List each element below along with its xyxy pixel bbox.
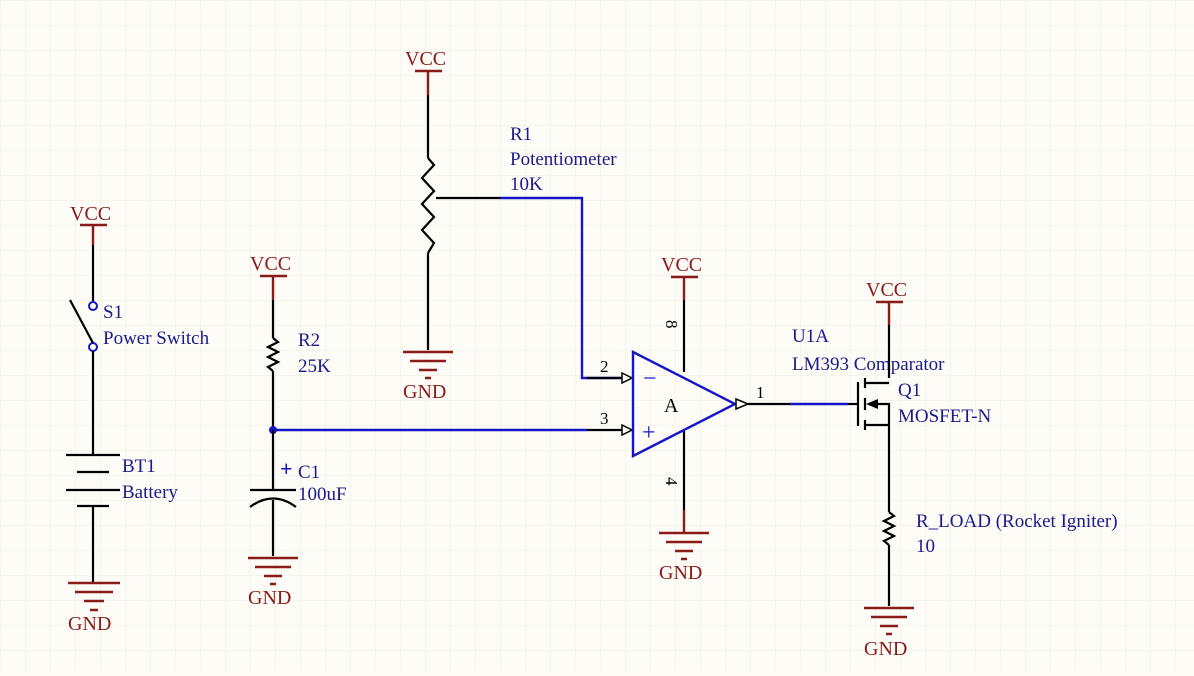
vcc-symbol-q1: VCC: [866, 279, 907, 325]
q1-ref: Q1: [898, 380, 921, 401]
r2-ref: R2: [298, 330, 320, 351]
u1a-value: LM393 Comparator: [792, 354, 945, 375]
vcc-label: VCC: [866, 279, 907, 301]
mosfet-q1: Q1 MOSFET-N: [848, 325, 992, 512]
gnd-label: GND: [864, 638, 907, 660]
q1-value: MOSFET-N: [898, 406, 992, 427]
bt1-value: Battery: [122, 482, 178, 503]
s1-ref: S1: [103, 302, 123, 323]
vcc-label: VCC: [70, 203, 111, 225]
r1-value: 10K: [510, 174, 543, 195]
switch-s1: S1 Power Switch: [69, 245, 210, 455]
gnd-symbol-r1: GND: [403, 350, 453, 403]
gnd-symbol-bt1: GND: [68, 581, 120, 635]
r2-value: 25K: [298, 356, 331, 377]
rload-ref: R_LOAD (Rocket Igniter): [916, 511, 1118, 532]
pin-number-1: 1: [756, 383, 765, 402]
pin-number-2: 2: [600, 357, 609, 376]
vcc-label: VCC: [661, 254, 702, 276]
pin-number-8: 8: [662, 320, 681, 329]
vcc-symbol-r1: VCC: [405, 48, 446, 95]
c1-value: 100uF: [298, 484, 347, 505]
s1-value: Power Switch: [103, 328, 210, 349]
vcc-label: VCC: [250, 253, 291, 275]
gnd-symbol-c1: GND: [248, 556, 298, 609]
resistor-rload: R_LOAD (Rocket Igniter) 10: [881, 511, 1118, 606]
vcc-symbol-r2: VCC: [250, 253, 291, 300]
inverting-input-sign: −: [643, 366, 657, 392]
pin-number-4: 4: [662, 477, 681, 486]
rload-value: 10: [916, 536, 935, 557]
comparator-u1a: − + A 2 3 1 8 4 U1A LM393 Comparator: [587, 300, 945, 510]
battery-bt1: BT1 Battery: [66, 453, 178, 583]
gnd-symbol-u1a: GND: [659, 510, 709, 584]
vcc-symbol-u1a: VCC: [661, 254, 702, 300]
r1-ref: R1: [510, 124, 532, 145]
c1-ref: C1: [298, 462, 320, 483]
vcc-symbol-s1: VCC: [70, 203, 111, 245]
vcc-label: VCC: [405, 48, 446, 70]
gnd-label: GND: [248, 587, 291, 609]
gnd-label: GND: [659, 562, 702, 584]
r1-type: Potentiometer: [510, 149, 617, 170]
gnd-label: GND: [403, 381, 446, 403]
unit-letter: A: [664, 395, 679, 417]
resistor-r2: R2 25K: [265, 300, 331, 430]
gnd-label: GND: [68, 613, 111, 635]
bt1-ref: BT1: [122, 456, 156, 477]
u1a-ref: U1A: [792, 326, 829, 347]
potentiometer-r1: R1 Potentiometer 10K: [420, 95, 622, 380]
gnd-symbol-rload: GND: [864, 606, 914, 660]
c1-polarity-mark: +: [280, 456, 293, 481]
pin-number-3: 3: [600, 409, 609, 428]
capacitor-c1: + C1 100uF: [249, 430, 347, 556]
non-inverting-input-sign: +: [642, 420, 656, 446]
